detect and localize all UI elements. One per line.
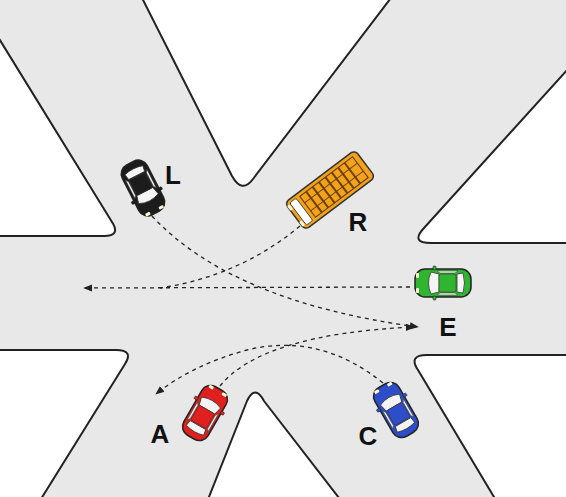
car-label: E xyxy=(439,314,456,340)
path-a xyxy=(220,327,414,386)
block-right xyxy=(418,58,566,243)
car-l xyxy=(115,155,171,220)
path-e xyxy=(84,287,410,288)
path-l xyxy=(152,216,418,327)
block-bottom-center xyxy=(205,393,346,497)
car-e xyxy=(415,266,471,300)
block-top-left xyxy=(0,24,115,236)
car-label: L xyxy=(165,162,181,188)
block-bottom-left xyxy=(0,350,128,497)
car-a xyxy=(176,380,233,445)
car-label: A xyxy=(151,421,170,447)
block-bottom-right xyxy=(415,355,566,497)
car-label: C xyxy=(359,423,378,449)
path-c xyxy=(156,345,383,394)
path-r xyxy=(160,226,300,288)
car-label: R xyxy=(349,209,368,235)
